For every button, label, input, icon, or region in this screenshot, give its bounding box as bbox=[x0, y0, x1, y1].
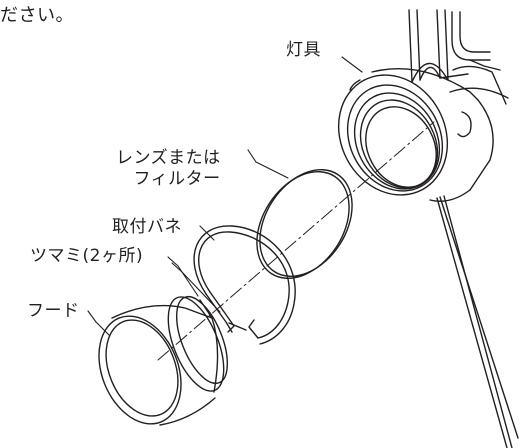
instruction-text-fragment: ださい。 bbox=[0, 5, 74, 26]
hood bbox=[98, 295, 229, 426]
lens-disk bbox=[256, 169, 353, 279]
label-hood: フード bbox=[27, 301, 80, 321]
center-axis bbox=[157, 121, 435, 361]
label-knob: ツマミ(2ヶ所) bbox=[30, 246, 144, 266]
label-lens-line1: レンズまたは bbox=[116, 148, 221, 168]
label-fixture: 灯具 bbox=[286, 40, 321, 60]
fixture-body bbox=[337, 68, 494, 202]
mounting-spring bbox=[193, 225, 296, 345]
fixture-bracket bbox=[408, 9, 509, 105]
leader-lines bbox=[87, 56, 363, 337]
label-mounting-spring: 取付バネ bbox=[112, 217, 182, 237]
label-lens-line2: フィルター bbox=[133, 169, 221, 189]
power-cord bbox=[436, 195, 519, 448]
label-lens-or-filter: レンズまたは フィルター bbox=[116, 148, 221, 190]
